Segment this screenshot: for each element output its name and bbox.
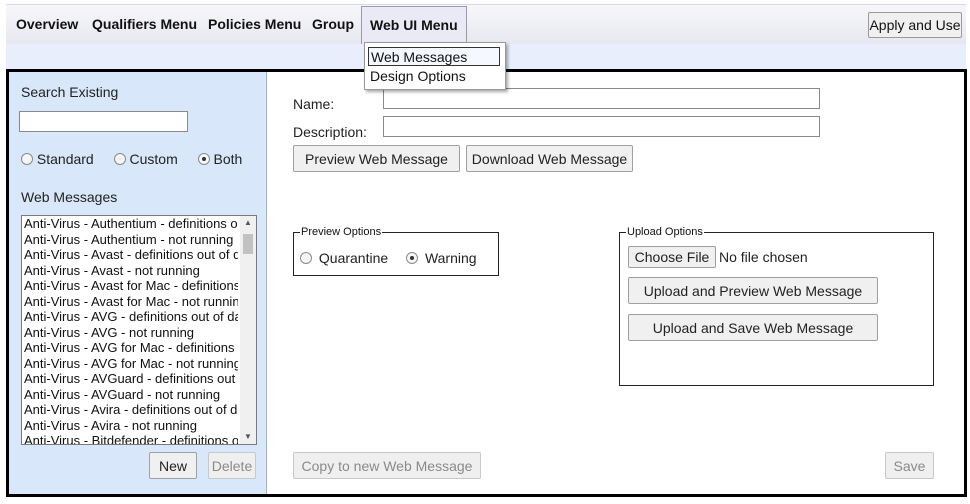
web-messages-label: Web Messages xyxy=(21,189,118,205)
delete-button[interactable]: Delete xyxy=(208,452,256,479)
nav-group[interactable]: Group xyxy=(312,16,354,32)
list-scrollbar[interactable]: ▲ ▼ xyxy=(240,216,256,444)
custom-radio[interactable] xyxy=(113,153,126,165)
name-input[interactable] xyxy=(383,88,820,109)
list-item[interactable]: Anti-Virus - Avira - definitions out of … xyxy=(24,402,238,417)
menu-item-design-options[interactable]: Design Options xyxy=(370,68,466,84)
copy-to-new-web-message-button[interactable]: Copy to new Web Message xyxy=(293,452,481,479)
list-item[interactable]: Anti-Virus - Avast - not running xyxy=(24,262,200,278)
upload-and-save-button[interactable]: Upload and Save Web Message xyxy=(628,314,878,341)
list-items: Anti-Virus - Authentium - definitions ou… xyxy=(24,216,238,445)
filter-custom[interactable]: Custom xyxy=(113,151,182,167)
save-button[interactable]: Save xyxy=(885,452,934,479)
preview-radio-group: Quarantine Warning xyxy=(300,250,477,266)
scroll-down-icon[interactable]: ▼ xyxy=(244,432,252,441)
quarantine-radio[interactable] xyxy=(300,252,312,264)
left-panel: Search Existing Standard Custom Both Web… xyxy=(9,72,267,494)
list-item[interactable]: Anti-Virus - AVG for Mac - not running xyxy=(24,355,238,371)
standard-radio[interactable] xyxy=(21,153,33,165)
nav-policies-menu[interactable]: Policies Menu xyxy=(208,16,302,32)
both-label: Both xyxy=(213,151,243,167)
filter-radio-group: Standard Custom Both xyxy=(21,151,242,167)
main-frame: Search Existing Standard Custom Both Web… xyxy=(6,69,967,497)
list-item[interactable]: Anti-Virus - Bitdefender - definitions o… xyxy=(24,433,238,445)
scroll-up-icon[interactable]: ▲ xyxy=(244,218,252,227)
new-button[interactable]: New xyxy=(149,452,197,479)
filter-both[interactable]: Both xyxy=(197,151,243,167)
quarantine-label: Quarantine xyxy=(318,250,389,266)
apply-and-use-button[interactable]: Apply and Use xyxy=(868,12,962,38)
list-item[interactable]: Anti-Virus - AVGuard - definitions out o… xyxy=(24,371,238,386)
preview-options-group: Preview Options Quarantine Warning xyxy=(293,226,499,276)
list-item[interactable]: Anti-Virus - Authentium - definitions ou… xyxy=(24,216,238,231)
preview-quarantine[interactable]: Quarantine xyxy=(300,250,392,266)
nav-overview[interactable]: Overview xyxy=(16,16,79,32)
custom-label: Custom xyxy=(129,151,178,167)
file-status-text: No file chosen xyxy=(719,249,808,265)
list-item[interactable]: Anti-Virus - Authentium - not running xyxy=(24,231,234,247)
standard-label: Standard xyxy=(36,151,94,167)
preview-web-message-button[interactable]: Preview Web Message xyxy=(293,145,460,172)
nav-qualifiers-menu[interactable]: Qualifiers Menu xyxy=(92,16,198,32)
list-item[interactable]: Anti-Virus - Avast for Mac - definitions… xyxy=(24,278,238,293)
both-radio[interactable] xyxy=(197,153,210,165)
preview-options-legend: Preview Options xyxy=(301,226,382,238)
upload-options-group: Upload Options Choose File No file chose… xyxy=(619,226,934,386)
choose-file-button[interactable]: Choose File xyxy=(628,246,716,268)
search-input[interactable] xyxy=(19,111,188,132)
name-label: Name: xyxy=(293,96,335,112)
nav-web-ui-menu[interactable]: Web UI Menu xyxy=(361,6,467,44)
description-input[interactable] xyxy=(383,116,820,137)
list-item[interactable]: Anti-Virus - AVG - definitions out of da… xyxy=(24,309,238,324)
list-item[interactable]: Anti-Virus - Avira - not running xyxy=(24,417,197,433)
description-label: Description: xyxy=(293,124,367,140)
warning-radio[interactable] xyxy=(406,252,419,264)
web-messages-list[interactable]: Anti-Virus - Authentium - definitions ou… xyxy=(21,215,257,445)
top-nav: Overview Qualifiers Menu Policies Menu G… xyxy=(6,4,966,44)
preview-warning[interactable]: Warning xyxy=(406,250,477,266)
list-item[interactable]: Anti-Virus - AVG - not running xyxy=(24,324,195,340)
warning-label: Warning xyxy=(424,250,477,266)
menu-item-web-messages[interactable]: Web Messages xyxy=(368,47,500,66)
list-item[interactable]: Anti-Virus - Avast - definitions out of … xyxy=(24,247,238,262)
list-item[interactable]: Anti-Virus - AVG for Mac - definitions o… xyxy=(24,340,238,355)
download-web-message-button[interactable]: Download Web Message xyxy=(466,145,633,172)
search-existing-label: Search Existing xyxy=(21,84,119,100)
list-item[interactable]: Anti-Virus - Avast for Mac - not running xyxy=(24,293,238,309)
upload-and-preview-button[interactable]: Upload and Preview Web Message xyxy=(628,277,878,304)
scroll-thumb[interactable] xyxy=(243,234,253,254)
upload-options-legend: Upload Options xyxy=(627,226,703,238)
filter-standard[interactable]: Standard xyxy=(21,151,98,167)
web-ui-menu-dropdown: Web Messages Design Options xyxy=(364,42,506,90)
list-item[interactable]: Anti-Virus - AVGuard - not running xyxy=(24,386,221,402)
